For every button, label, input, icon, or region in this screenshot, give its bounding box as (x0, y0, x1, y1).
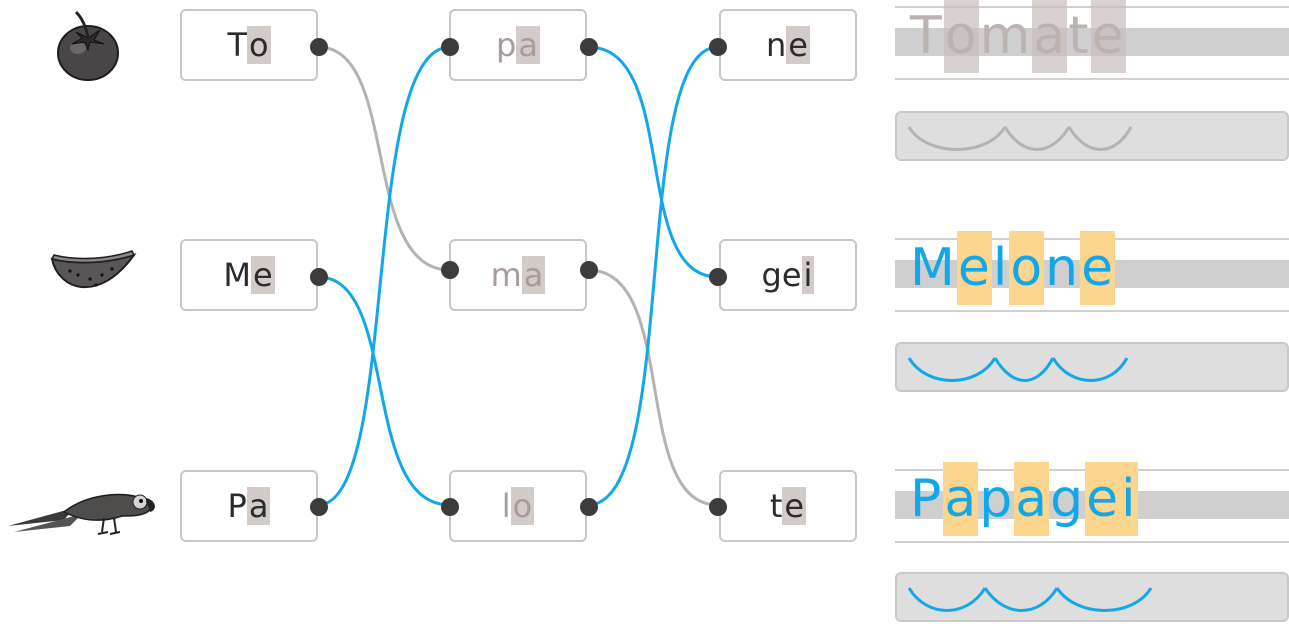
word-letter: e (956, 231, 992, 305)
connector-dot-right[interactable] (310, 38, 328, 56)
line-lo-ne (587, 45, 719, 507)
syllable-text: M (223, 256, 251, 294)
word-letter: p (979, 469, 1014, 529)
connector-dot-left[interactable] (709, 268, 727, 286)
syllable-text: T (227, 26, 247, 64)
syllable-text: m (490, 256, 522, 294)
line-pa-gei (587, 45, 719, 279)
word-letter: m (979, 6, 1032, 66)
connector-dot-left[interactable] (441, 498, 459, 516)
syllable-vowel-highlight: e (782, 487, 807, 525)
connector-dot-left[interactable] (441, 261, 459, 279)
syllable-vowel-highlight: o (246, 26, 271, 64)
connector-dot-right[interactable] (580, 38, 598, 56)
word-letter: i (1120, 462, 1138, 536)
word-letter: a (1032, 0, 1068, 73)
syllable-text: l (501, 487, 511, 525)
word-letter: M (910, 238, 956, 298)
line-to-ma (317, 45, 451, 272)
tomato-icon (52, 8, 124, 82)
syllable-vowel-highlight: a (246, 487, 271, 525)
connector-dot-right[interactable] (310, 268, 328, 286)
word-letter: o (1009, 231, 1045, 305)
syllable-text: p (496, 26, 517, 64)
word-letter: g (1050, 469, 1085, 529)
syllable-arcs-tomate[interactable] (895, 111, 1289, 161)
connector-dot-right[interactable] (580, 261, 598, 279)
word-letter: o (943, 0, 979, 73)
parrot-icon (4, 482, 158, 542)
word-letter: a (943, 462, 979, 536)
connector-dot-left[interactable] (709, 498, 727, 516)
syllable-vowel-highlight: e (250, 256, 275, 294)
syllable-vowel-highlight: e (786, 26, 810, 64)
melon-slice-icon (48, 245, 138, 305)
syllable-arcs-melone[interactable] (895, 342, 1289, 392)
word-letter: P (910, 469, 943, 529)
syllable-text: n (766, 26, 787, 64)
connector-dot-right[interactable] (580, 498, 598, 516)
word-letter: l (992, 238, 1009, 298)
line-ma-te (587, 268, 719, 507)
syllable-vowel-highlight: a (521, 256, 546, 294)
syllable-vowel-highlight: a (516, 26, 540, 64)
connector-dot-left[interactable] (441, 38, 459, 56)
line-pa-pa (317, 45, 451, 507)
word-letter: t (1068, 6, 1090, 66)
word-letter: e (1085, 462, 1121, 536)
connector-dot-right[interactable] (310, 498, 328, 516)
line-me-lo (317, 275, 451, 507)
word-letter: n (1045, 238, 1080, 298)
word-letter: T (910, 6, 943, 66)
word-letter: e (1080, 231, 1116, 305)
word-letter: a (1014, 462, 1050, 536)
syllable-vowel-highlight: i (801, 256, 815, 294)
syllable-text: ge (761, 256, 802, 294)
connector-dot-left[interactable] (709, 38, 727, 56)
syllable-arcs-papagei[interactable] (895, 572, 1289, 622)
word-letter: e (1090, 0, 1126, 73)
syllable-vowel-highlight: o (510, 487, 535, 525)
syllable-text: P (227, 487, 247, 525)
syllable-text: t (769, 487, 783, 525)
